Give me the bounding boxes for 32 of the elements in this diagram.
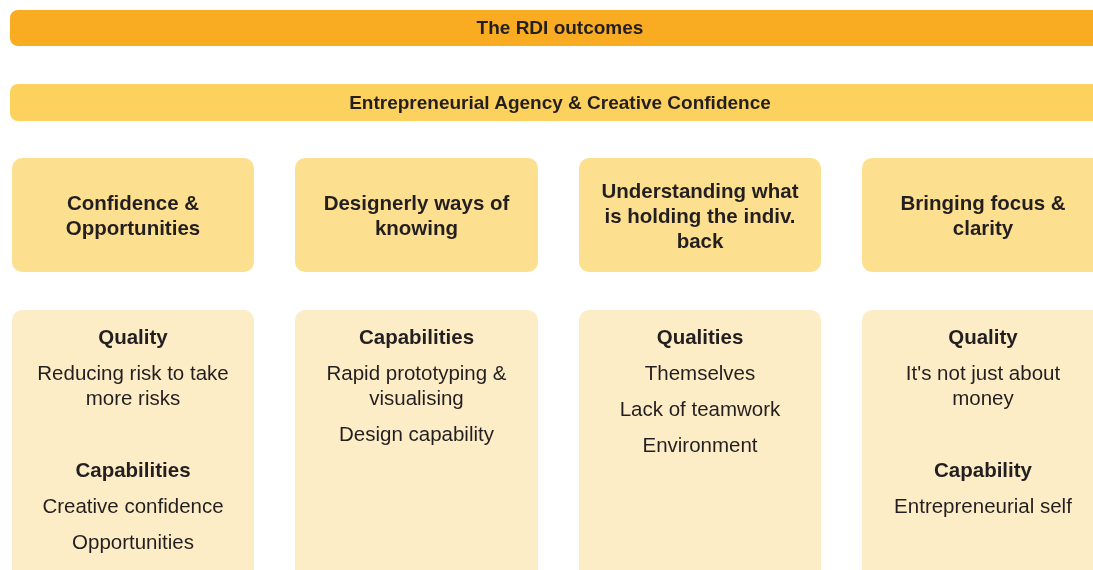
item-text: It's not just about money	[904, 360, 1062, 410]
detail-card	[295, 310, 538, 570]
section-heading: Capability	[933, 457, 1033, 482]
card-title: Designerly ways of knowing	[322, 190, 511, 240]
card-title: Bringing focus & clarity	[899, 190, 1067, 240]
detail-card	[862, 310, 1093, 570]
item-text: Entrepreneurial self	[893, 493, 1073, 518]
detail-card	[579, 310, 821, 570]
item-text: Themselves	[643, 360, 757, 385]
section-heading: Capabilities	[74, 457, 192, 482]
item-text: Rapid prototyping & visualising	[325, 360, 508, 410]
theme-card	[295, 158, 538, 272]
title-band	[10, 10, 1093, 46]
item-text: Reducing risk to take more risks	[36, 360, 230, 410]
section-heading: Quality	[97, 324, 169, 349]
item-text: Environment	[641, 432, 759, 457]
item-text: Creative confidence	[41, 493, 225, 518]
section-heading: Qualities	[655, 324, 745, 349]
card-title: Understanding what is holding the indiv. back	[600, 177, 800, 253]
theme-card	[862, 158, 1093, 272]
card-title: Confidence & Opportunities	[64, 190, 202, 240]
item-text: Lack of teamwork	[618, 396, 782, 421]
section-heading: Capabilities	[357, 324, 476, 349]
item-text: Design capability	[338, 421, 495, 446]
detail-card	[12, 310, 254, 570]
band-title: The RDI outcomes	[476, 17, 644, 39]
item-text: Opportunities	[71, 529, 195, 554]
theme-card	[579, 158, 821, 272]
theme-card	[12, 158, 254, 272]
band-title: Entrepreneurial Agency & Creative Confidence	[349, 91, 771, 114]
subtitle-band	[10, 84, 1093, 121]
section-heading: Quality	[947, 324, 1019, 349]
